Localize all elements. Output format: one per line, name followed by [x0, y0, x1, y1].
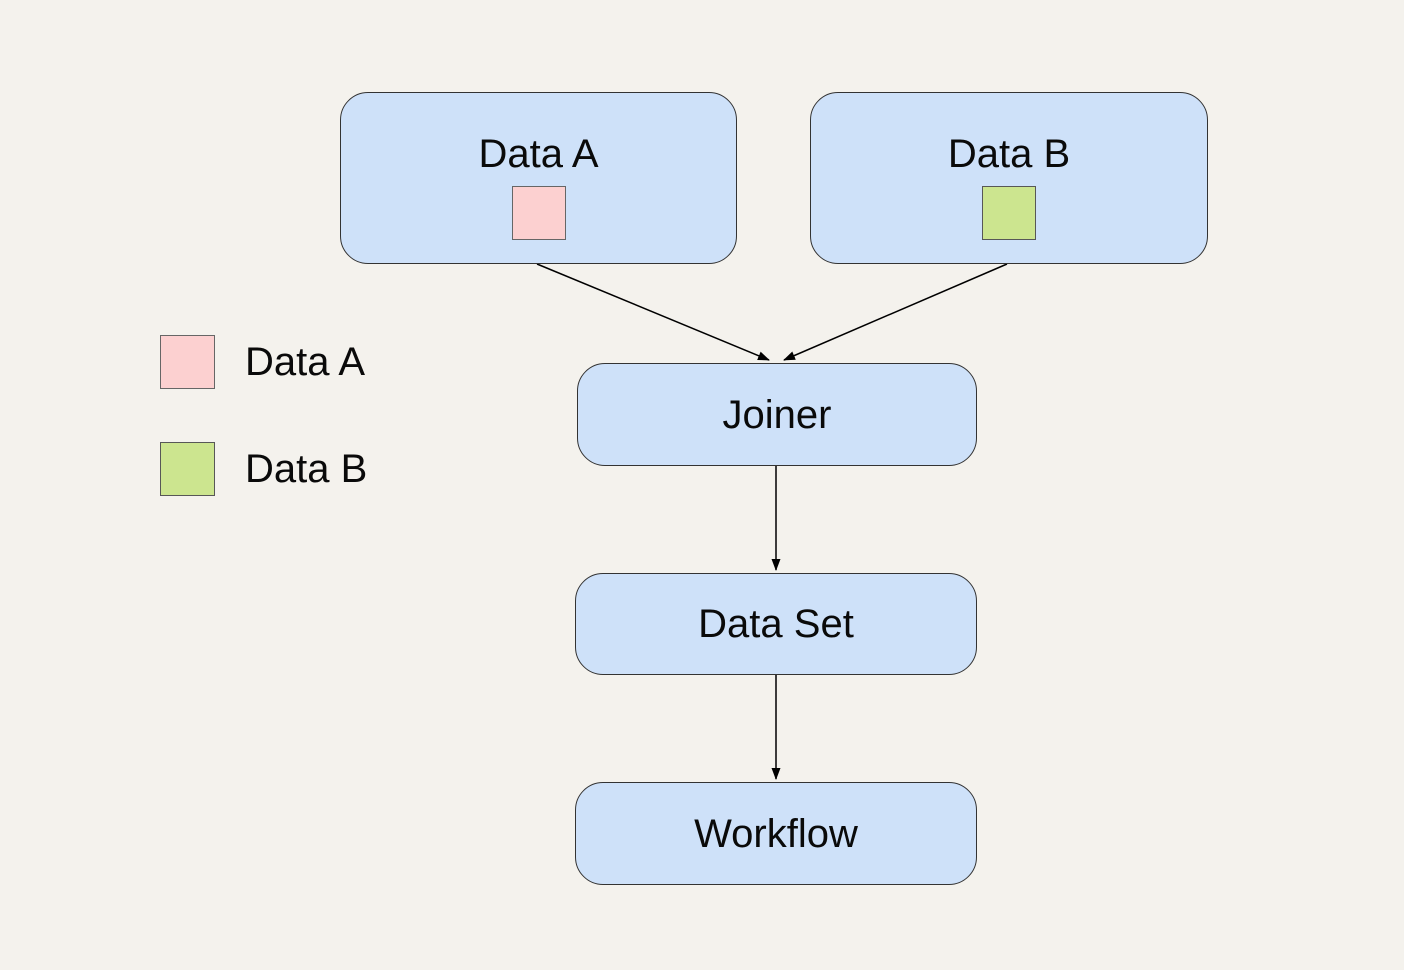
node-data-b[interactable]: Data B: [810, 92, 1208, 264]
node-data-a[interactable]: Data A: [340, 92, 737, 264]
node-data-a-label: Data A: [478, 132, 599, 176]
legend-label-data-a: Data A: [245, 340, 366, 384]
node-joiner-label: Joiner: [722, 392, 832, 437]
node-data-set[interactable]: Data Set: [575, 573, 977, 675]
legend-item-data-b[interactable]: Data B: [160, 442, 367, 496]
data-b-color-chip: [982, 186, 1036, 240]
node-data-set-label: Data Set: [698, 602, 854, 646]
node-joiner[interactable]: Joiner: [577, 363, 977, 466]
node-workflow-label: Workflow: [694, 811, 858, 856]
legend-swatch-data-a: [160, 335, 215, 389]
legend-swatch-data-b: [160, 442, 215, 496]
legend-label-data-b: Data B: [245, 447, 368, 491]
legend: Data A Data B: [160, 335, 367, 496]
data-a-color-chip: [511, 186, 566, 240]
edge-data-a-to-joiner: [536, 263, 770, 361]
legend-item-data-a[interactable]: Data A: [160, 335, 367, 389]
node-workflow[interactable]: Workflow: [575, 782, 977, 885]
node-data-b-label: Data B: [947, 132, 1071, 176]
edge-data-b-to-joiner: [783, 263, 1008, 361]
